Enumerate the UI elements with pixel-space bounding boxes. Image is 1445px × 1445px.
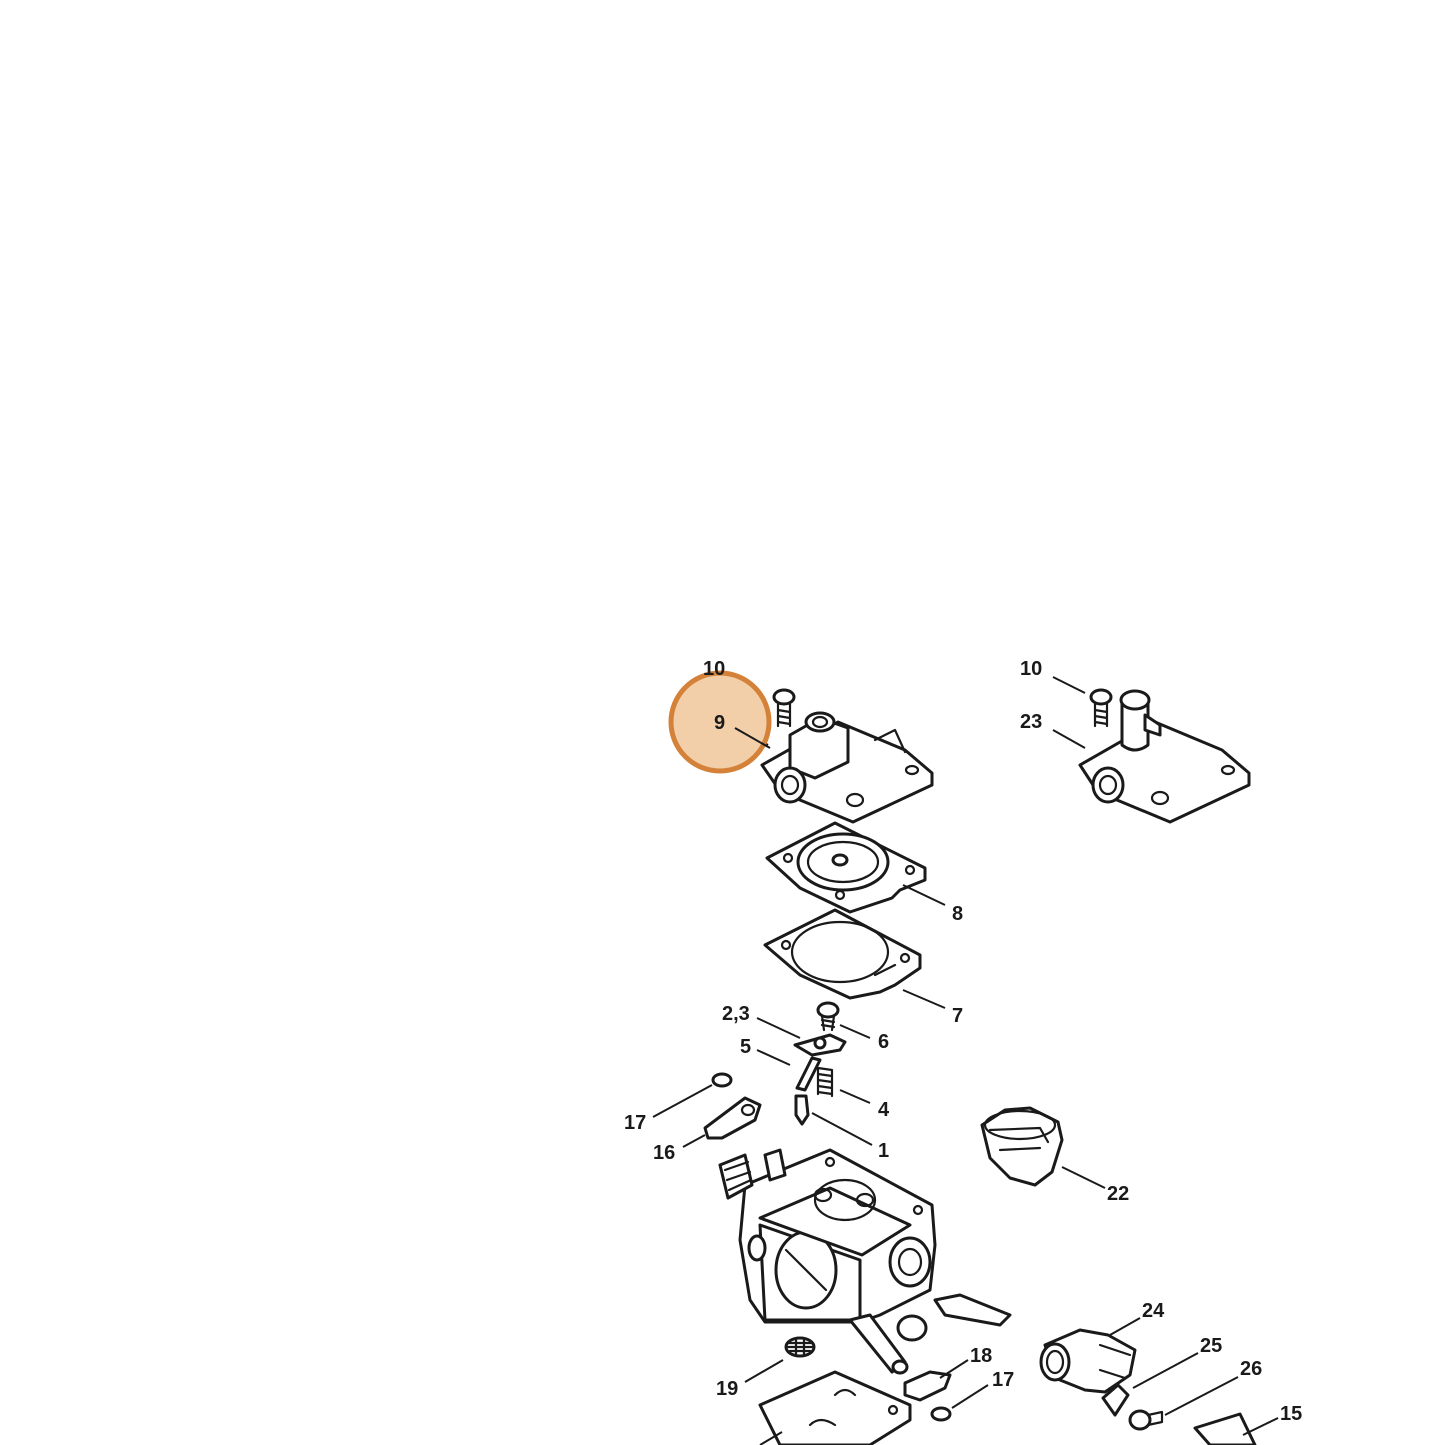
lever-18[interactable]: [903, 1370, 952, 1402]
callout-2-3[interactable]: 2,3: [722, 1003, 750, 1025]
callout-18[interactable]: 18: [970, 1345, 992, 1367]
callout-10-right[interactable]: 10: [1020, 658, 1042, 680]
carburetor-body[interactable]: [718, 1148, 1012, 1375]
callout-17-bottom[interactable]: 17: [992, 1369, 1014, 1391]
callout-4[interactable]: 4: [878, 1099, 890, 1121]
screw-26[interactable]: [1128, 1409, 1164, 1431]
diaphragm[interactable]: [765, 821, 927, 914]
highlight-marker[interactable]: [668, 670, 772, 774]
cap[interactable]: [980, 1106, 1064, 1187]
callout-15[interactable]: 15: [1280, 1403, 1302, 1425]
screw-small[interactable]: [816, 1001, 840, 1032]
screw-top-right[interactable]: [1089, 688, 1113, 728]
carburetor-cover-left[interactable]: [760, 711, 934, 824]
callout-19[interactable]: 19: [716, 1378, 738, 1400]
callout-1[interactable]: 1: [878, 1140, 889, 1162]
callout-8[interactable]: 8: [952, 903, 963, 925]
callout-22[interactable]: 22: [1107, 1183, 1129, 1205]
leader-lines: [652, 676, 1279, 1445]
pin[interactable]: [795, 1056, 822, 1092]
spring[interactable]: [816, 1066, 834, 1098]
callout-7[interactable]: 7: [952, 1005, 963, 1027]
throttle-lever[interactable]: [703, 1096, 762, 1140]
elbow-fitting[interactable]: [1039, 1328, 1137, 1394]
inlet-control-lever[interactable]: [793, 1033, 847, 1057]
callout-24[interactable]: 24: [1142, 1300, 1165, 1322]
screw-top-left[interactable]: [772, 688, 796, 728]
callout-6[interactable]: 6: [878, 1031, 889, 1053]
highlight-leader: [734, 727, 771, 749]
gasket[interactable]: [763, 908, 922, 1000]
carburetor-cover-right[interactable]: [1078, 689, 1251, 824]
callout-9[interactable]: 9: [714, 712, 725, 734]
fuel-screen[interactable]: [784, 1336, 816, 1358]
callout-26[interactable]: 26: [1240, 1358, 1262, 1380]
inlet-needle[interactable]: [794, 1094, 810, 1126]
e-clip-bottom[interactable]: [930, 1406, 952, 1422]
callout-5[interactable]: 5: [740, 1036, 751, 1058]
callout-25[interactable]: 25: [1200, 1335, 1222, 1357]
callout-16[interactable]: 16: [653, 1142, 675, 1164]
callout-10-left[interactable]: 10: [703, 658, 725, 680]
bottom-gasket[interactable]: [758, 1370, 912, 1445]
callout-17-top[interactable]: 17: [624, 1112, 646, 1134]
e-clip-top[interactable]: [711, 1072, 733, 1088]
callout-23[interactable]: 23: [1020, 711, 1042, 733]
small-insert[interactable]: [1101, 1383, 1130, 1417]
fuel-tube[interactable]: [1193, 1412, 1257, 1445]
